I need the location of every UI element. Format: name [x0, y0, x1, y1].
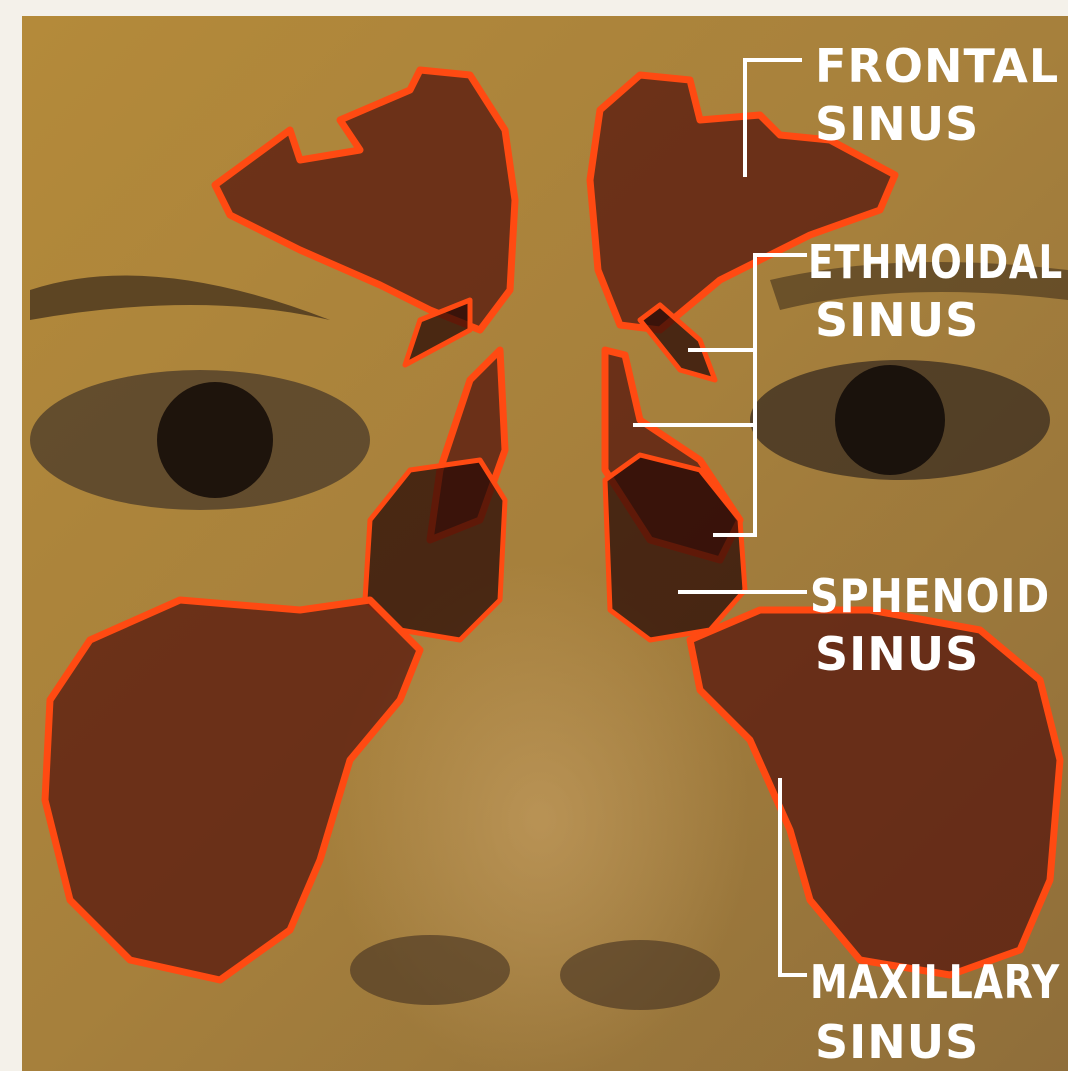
label-frontal-line1: FRONTAL — [815, 39, 1059, 93]
label-maxillary-line2: SINUS — [815, 1015, 979, 1069]
label-ethmoidal-line1: ETHMOIDAL — [808, 235, 1063, 289]
label-frontal-line2: SINUS — [815, 97, 979, 151]
label-sphenoid-line1: SPHENOID — [810, 569, 1050, 623]
label-sphenoid-line2: SINUS — [815, 627, 979, 681]
label-maxillary-line1: MAXILLARY — [810, 955, 1060, 1009]
nostril-left — [350, 935, 510, 1005]
label-ethmoidal-line2: SINUS — [815, 293, 979, 347]
nostril-right — [560, 940, 720, 1010]
